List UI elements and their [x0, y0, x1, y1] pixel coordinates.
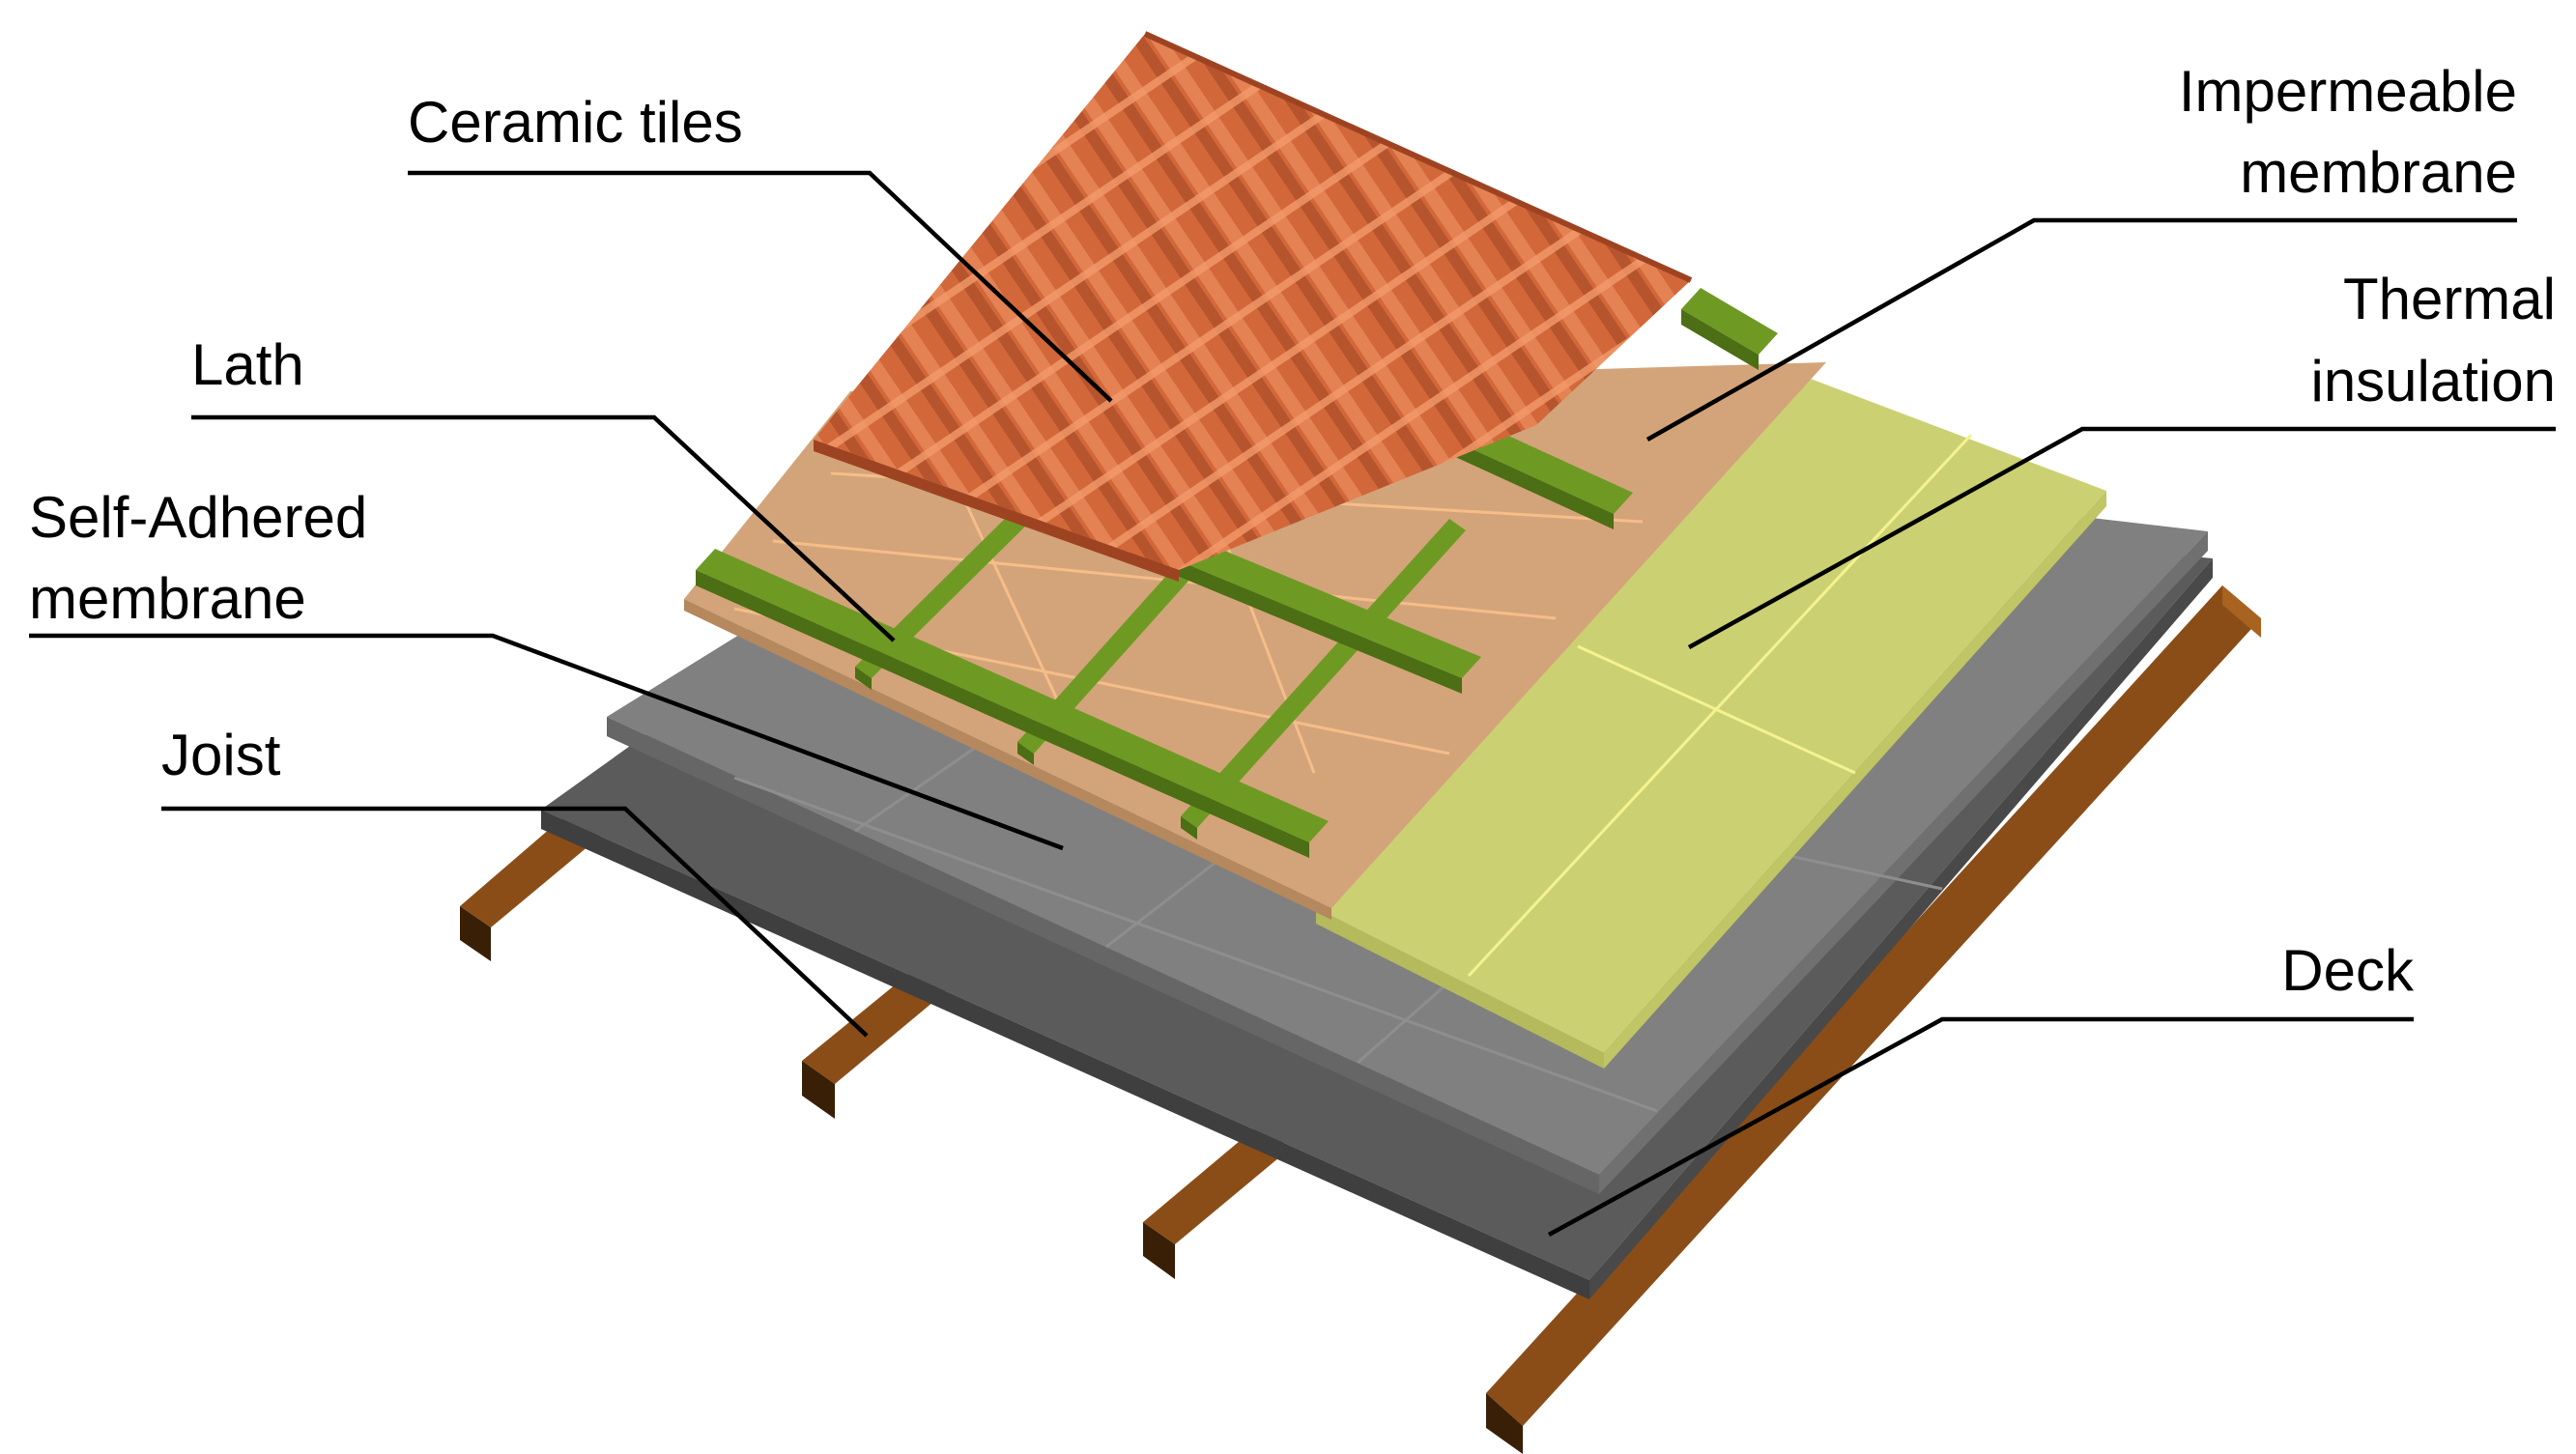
leader-ceramic-tiles: [408, 170, 1113, 403]
label-thermal-insulation-line2: insulation: [2310, 349, 2556, 413]
label-ceramic-tiles: Ceramic tiles: [408, 90, 743, 155]
thermal-insulation-layer: [1316, 370, 2106, 1069]
leader-joist: [161, 806, 869, 1038]
label-impermeable-membrane-line1: Impermeable: [2179, 59, 2517, 124]
label-self-adhered-membrane-line1: Self-Adhered: [29, 485, 367, 550]
labels: Ceramic tiles Impermeable membrane Therm…: [29, 59, 2556, 1003]
batten: [696, 288, 1778, 858]
label-deck: Deck: [2281, 938, 2415, 1003]
label-self-adhered-membrane-line2: membrane: [29, 566, 306, 631]
leader-impermeable-membrane: [1646, 217, 2517, 442]
leader-lath: [191, 414, 896, 642]
lath-layer: [696, 288, 1778, 858]
leader-thermal-insulation: [1687, 426, 2556, 649]
label-thermal-insulation-line1: Thermal: [2343, 267, 2556, 331]
joist-3: [1143, 1126, 1291, 1279]
leader-deck: [1547, 1016, 2414, 1237]
joist-4: [1486, 585, 2261, 1454]
label-impermeable-membrane-line2: membrane: [2240, 140, 2517, 205]
label-joist: Joist: [161, 723, 281, 787]
label-lath: Lath: [191, 332, 304, 397]
ceramic-tiles-layer: [814, 31, 1693, 582]
leader-self-adhered-membrane: [29, 633, 1064, 851]
leader-lines: [29, 170, 2556, 1237]
